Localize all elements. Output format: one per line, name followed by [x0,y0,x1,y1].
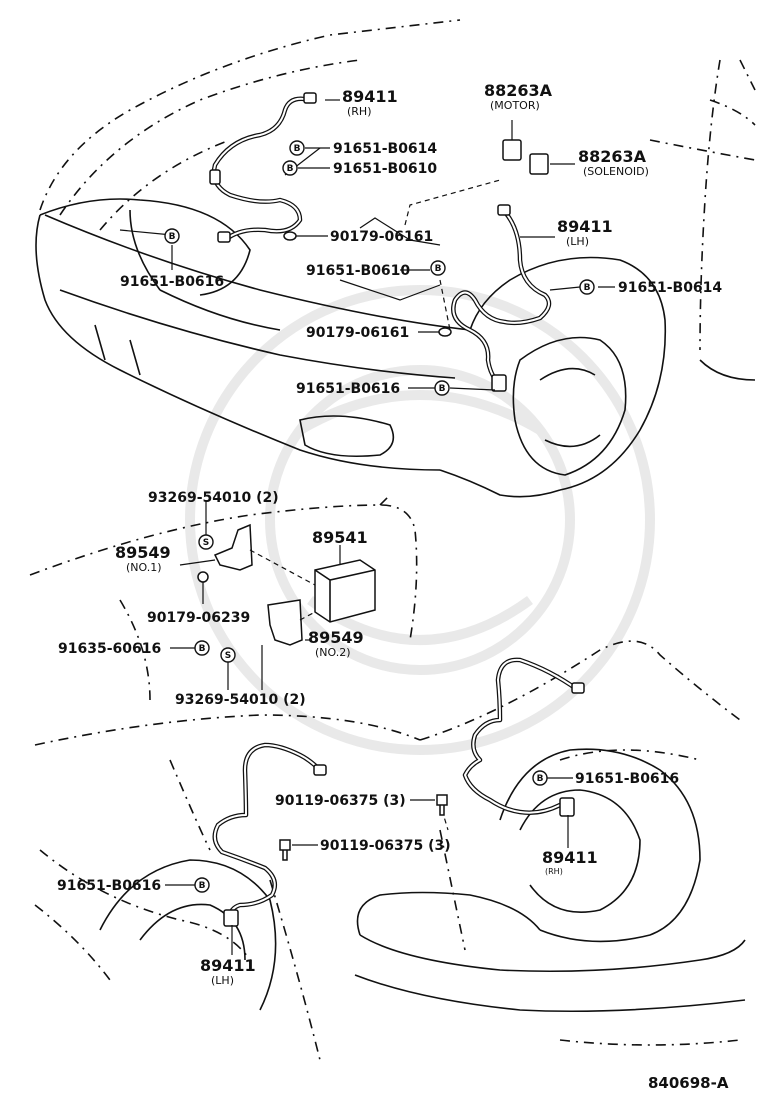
label-90179-06161: 90179-06161 [306,325,409,341]
label-91651-b0614: 91651-B0614 [618,280,722,296]
relay-solenoid [529,153,575,175]
label-89411-rh-rear-sub: (RH) [545,867,563,876]
badge-screw: S [198,534,214,550]
bolt-icon [436,794,448,816]
label-89411-rh-front: 89411 [342,87,398,106]
svg-text:S: S [203,538,209,548]
svg-text:B: B [435,264,442,274]
label-88263a-solenoid: 88263A [578,147,647,166]
label-89411-rh-front-sub: (RH) [347,105,372,118]
label-89549-no1: 89549 [115,543,171,562]
label-88263a-solenoid-sub: (SOLENOID) [583,165,649,178]
relay-motor [502,120,522,161]
label-88263a-motor-sub: (MOTOR) [490,99,540,112]
bolt-icon [279,839,291,861]
label-91651-b0614: 91651-B0614 [333,141,437,157]
front-leaders [119,99,615,391]
clip-icon [438,327,452,337]
nut-icon [197,571,209,583]
rear-harness-lh [212,742,327,927]
label-91651-b0616: 91651-B0616 [57,878,161,894]
badge-bolt: B [194,640,210,656]
svg-text:B: B [199,881,206,891]
badge-bolt: B [579,279,595,295]
bracket-no2 [267,599,303,646]
svg-text:S: S [225,651,231,661]
label-93269-54010: 93269-54010 (2) [148,490,279,506]
label-89549-no1-sub: (NO.1) [126,561,162,574]
label-88263a-motor: 88263A [484,81,553,100]
label-89411-lh-rear: 89411 [200,956,256,975]
label-90119-06375: 90119-06375 (3) [275,793,406,809]
ecu-box [314,559,376,623]
badge-bolt: B [430,260,446,276]
label-91651-b0616: 91651-B0616 [296,381,400,397]
svg-text:B: B [584,283,591,293]
badge-bolt: B [282,160,298,176]
badge-bolt: B [532,770,548,786]
badge-bolt: B [434,380,450,396]
label-90179-06161: 90179-06161 [330,229,433,245]
clip-icon [283,231,297,241]
label-93269-54010: 93269-54010 (2) [175,692,306,708]
badge-bolt: B [194,877,210,893]
badge-bolt: B [164,228,180,244]
label-91635-60616: 91635-60616 [58,641,161,657]
badge-screw: S [220,647,236,663]
label-90179-06239: 90179-06239 [147,610,250,626]
label-89549-no2-sub: (NO.2) [315,646,351,659]
svg-text:B: B [537,774,544,784]
label-89411-lh-rear-sub: (LH) [211,974,234,987]
svg-text:B: B [439,384,446,394]
svg-text:B: B [287,164,294,174]
badge-bolt: B [289,140,305,156]
label-89411-lh-front-sub: (LH) [566,235,589,248]
label-91651-b0616: 91651-B0616 [120,274,224,290]
front-vehicle-outline [35,19,756,498]
label-89411-lh-front: 89411 [557,217,613,236]
diagram-reference-number: 840698-A [648,1074,729,1092]
front-harness-rh [209,92,317,243]
bracket-no1 [213,523,253,571]
label-91651-b0610: 91651-B0610 [306,263,410,279]
label-91651-b0616: 91651-B0616 [575,771,679,787]
ecu-area-outline [29,494,421,746]
label-89549-no2: 89549 [308,628,364,647]
ecu-leaders [170,500,341,690]
svg-text:B: B [199,644,206,654]
front-harness-lh [451,204,552,392]
label-91651-b0610: 91651-B0610 [333,161,437,177]
rear-vehicle-outline [34,640,746,1061]
label-89411-rh-rear: 89411 [542,848,598,867]
svg-text:B: B [169,232,176,242]
watermark-logo [185,285,655,755]
rear-harness-rh [462,657,585,817]
label-90119-06375: 90119-06375 (3) [320,838,451,854]
svg-text:B: B [294,144,301,154]
label-89541: 89541 [312,528,368,547]
